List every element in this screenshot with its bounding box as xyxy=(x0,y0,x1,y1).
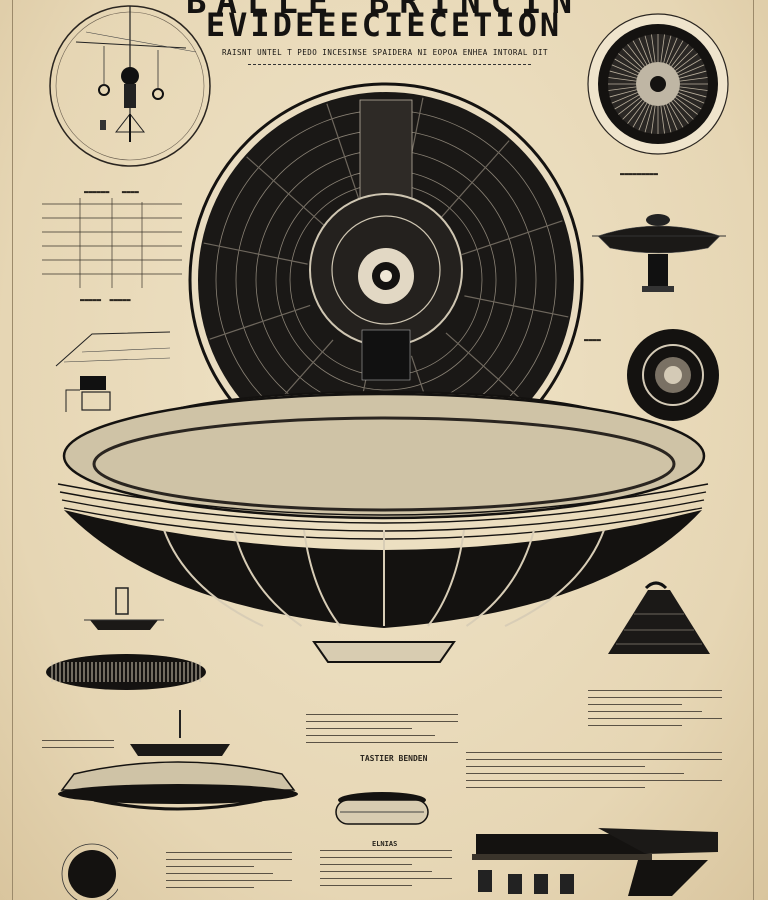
partial-disc-icon xyxy=(61,843,118,900)
text-rules-right xyxy=(588,690,722,732)
poster-title-line2: EVIDEEECIECETION xyxy=(205,6,563,44)
lower-saucer-icon xyxy=(58,710,298,811)
capsule-icon xyxy=(335,792,429,825)
mobile-sketch-icon xyxy=(49,5,211,167)
wedge-diagram xyxy=(55,331,171,367)
label-right-top: ▬▬▬▬▬▬▬▬▬ xyxy=(620,170,658,178)
tower-module-icon xyxy=(84,587,164,630)
spec-table-left xyxy=(42,198,182,288)
poster-subtitle: RAISNT UNTEL T PEDO INCESINSE SPAIDERA N… xyxy=(222,48,548,57)
poster-title-line1: BALLE BRINCIN xyxy=(185,0,583,22)
saucer-icon xyxy=(592,214,726,292)
text-rules-bottom-center xyxy=(320,850,452,892)
poster-border xyxy=(12,0,754,900)
caption-center: TASTIER BENDEN xyxy=(360,754,428,763)
console-sketch-icon xyxy=(65,376,111,412)
ring-module-icon xyxy=(46,654,206,690)
table-header-left: ▬▬▬▬▬▬ ▬▬▬▬ xyxy=(84,188,139,196)
text-rules-left xyxy=(42,740,114,754)
text-rules-bottom-left xyxy=(166,852,292,894)
text-rules-center xyxy=(306,714,458,749)
text-rules-right-lower xyxy=(466,752,722,794)
caption-bottom-center: ELNIAS xyxy=(372,840,398,848)
central-hub-disc xyxy=(188,82,584,406)
subtitle-rule xyxy=(248,64,532,65)
ship-machine-icon xyxy=(472,828,718,896)
label-right-mid: ▬▬▬▬ xyxy=(584,336,601,344)
hub-disc-icon xyxy=(627,329,719,421)
radial-turbine-icon xyxy=(587,13,729,155)
pyramid-module-icon xyxy=(608,581,710,654)
table-caption-left: ▬▬▬▬▬ ▬▬▬▬▬ xyxy=(80,296,131,304)
main-saucer-diagram xyxy=(57,391,709,663)
